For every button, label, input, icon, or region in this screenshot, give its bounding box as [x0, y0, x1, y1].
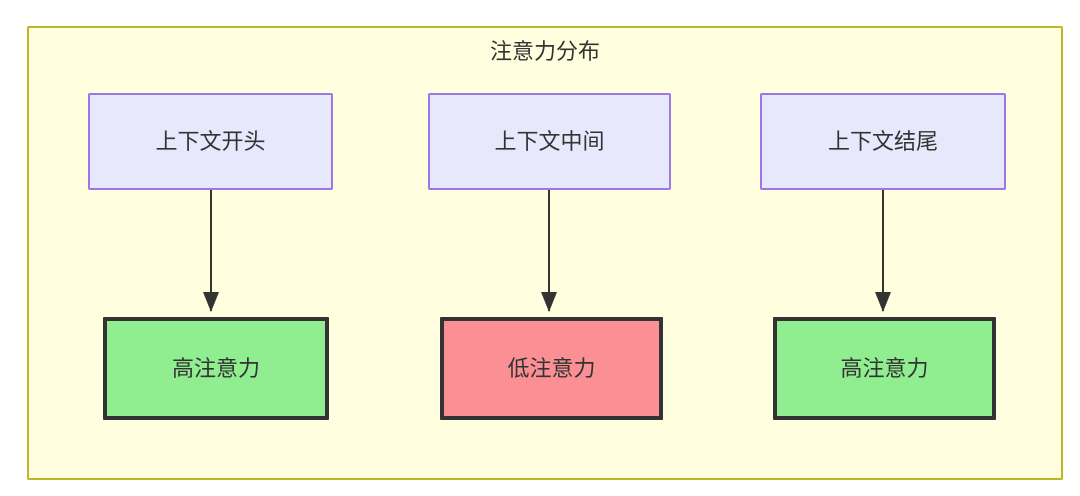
subgraph-title: 注意力分布 [489, 39, 600, 64]
node-attention-end[interactable]: 高注意力 [773, 317, 996, 420]
node-attention-start[interactable]: 高注意力 [103, 317, 329, 420]
node-context-middle[interactable]: 上下文中间 [428, 93, 671, 190]
node-label: 上下文中间 [494, 128, 605, 154]
node-context-start[interactable]: 上下文开头 [88, 93, 333, 190]
node-attention-middle[interactable]: 低注意力 [440, 317, 663, 420]
node-label: 上下文开头 [155, 128, 266, 154]
node-context-end[interactable]: 上下文结尾 [760, 93, 1006, 190]
node-label: 上下文结尾 [827, 128, 938, 154]
node-label: 高注意力 [840, 355, 929, 381]
node-label: 高注意力 [171, 355, 260, 381]
node-label: 低注意力 [507, 355, 596, 381]
